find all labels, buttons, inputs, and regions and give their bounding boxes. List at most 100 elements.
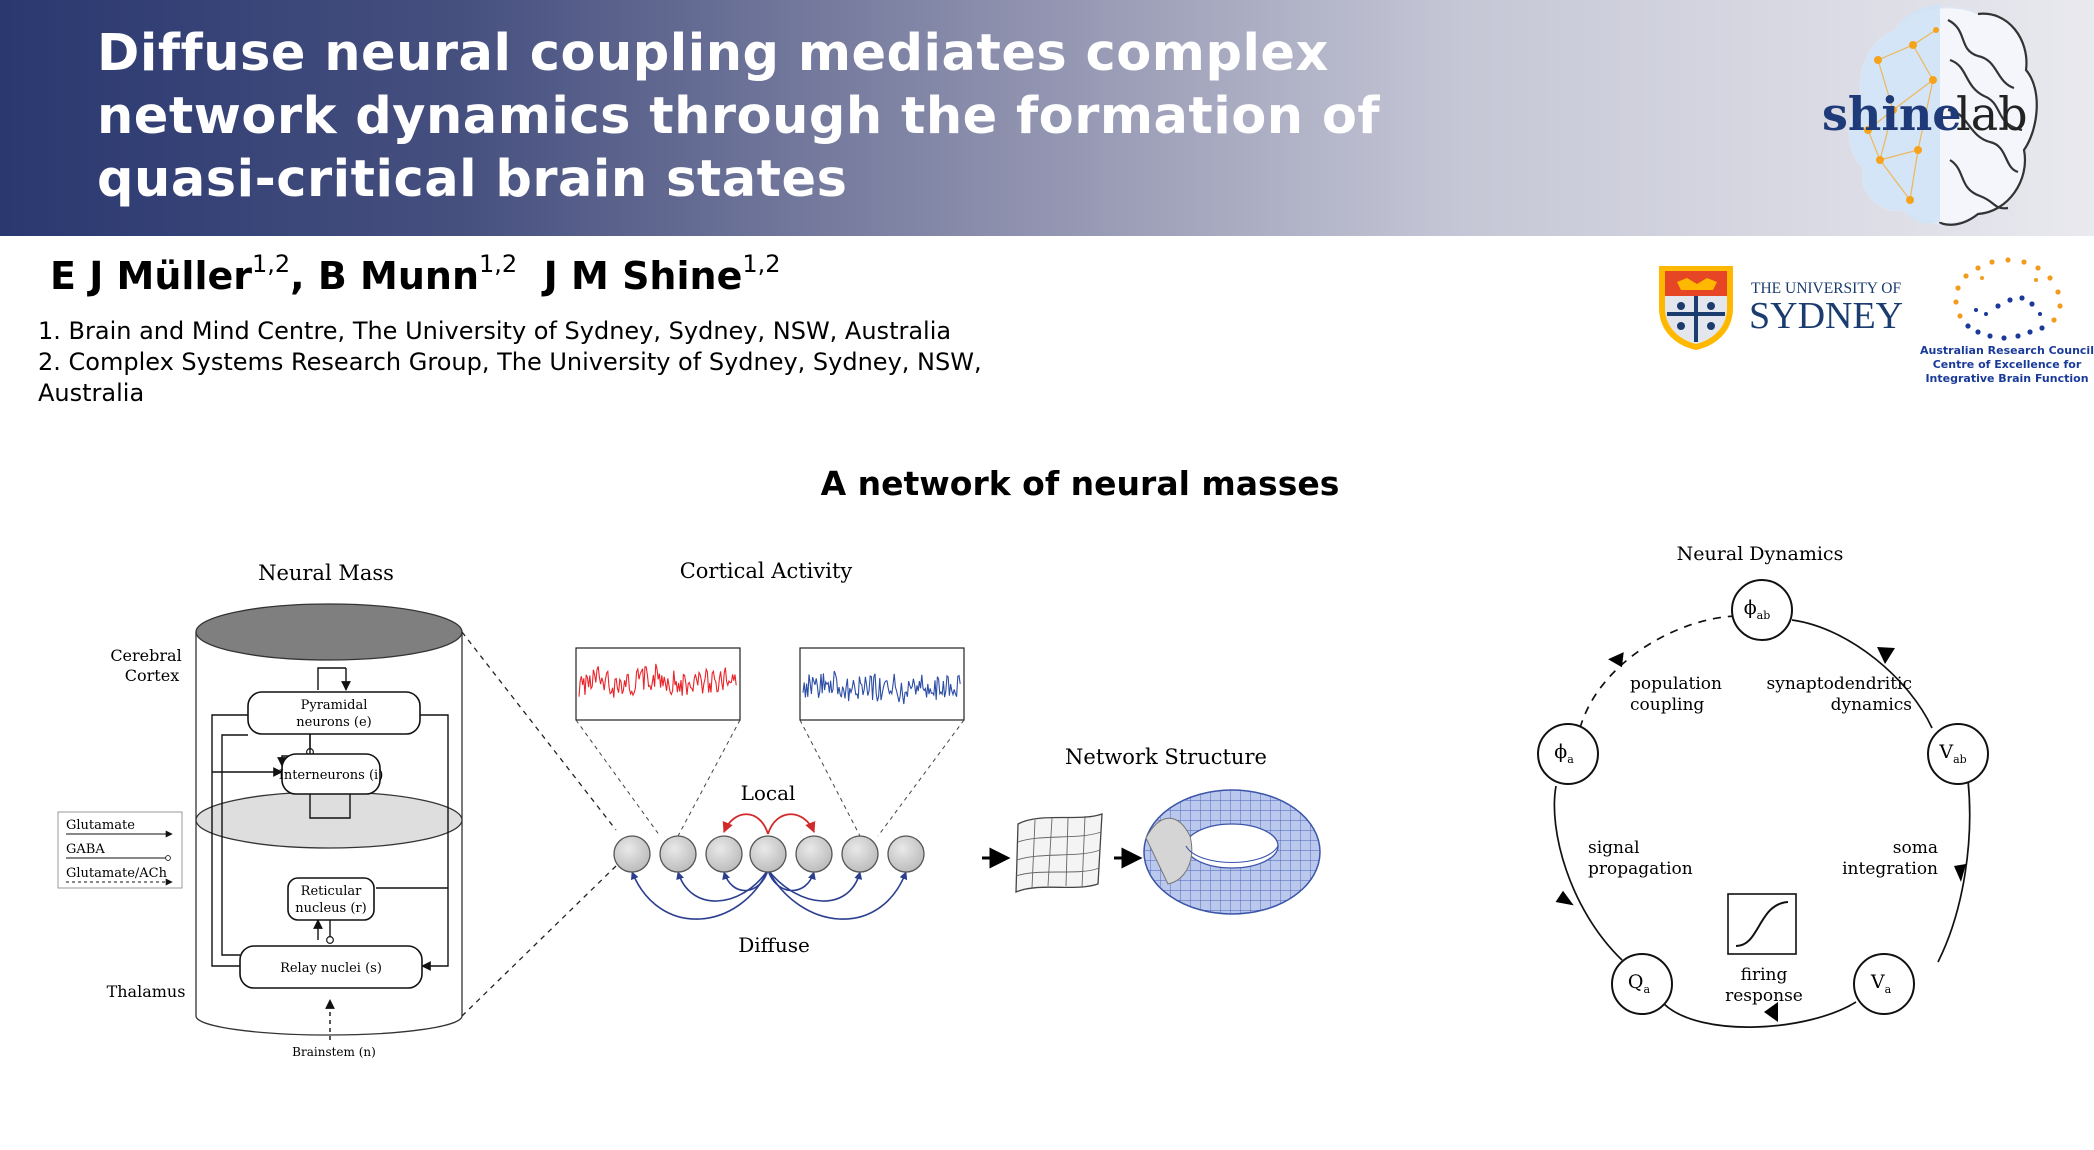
- svg-text:ϕa: ϕa: [1554, 741, 1574, 766]
- network-node: [659, 835, 697, 873]
- cycle-arrowhead: [1555, 890, 1574, 906]
- arc-brain-dots-icon: [1953, 257, 2063, 341]
- cycle-arrowhead: [1764, 1002, 1778, 1022]
- shinelab-logo: shine lab: [1822, 4, 2038, 226]
- university-of-sydney-logo: THE UNIVERSITY OF SYDNEY: [1659, 266, 1903, 350]
- node-symbol: Q: [1628, 971, 1644, 993]
- synaptodendritic-label-line2: dynamics: [1831, 695, 1912, 715]
- reticular-nucleus-box: Reticular nucleus (r): [287, 877, 375, 921]
- cycle-arrowhead: [1608, 652, 1624, 668]
- dynamics-node-phi-a: ϕa: [1537, 723, 1599, 785]
- thalamus-label: Thalamus: [107, 982, 186, 1001]
- network-node: [887, 835, 925, 873]
- figure-heading: A network of neural masses: [820, 464, 1340, 503]
- soma-integration-label-line2: integration: [1842, 859, 1938, 879]
- torus-icon: [1143, 789, 1321, 915]
- cortical-trace-left: [578, 663, 737, 698]
- brainstem-label: Brainstem (n): [292, 1045, 376, 1059]
- header-banner: Diffuse neural coupling mediates complex…: [0, 0, 2094, 236]
- author-affiliation-marker: 1,2: [252, 250, 291, 279]
- dynamics-node-phi-ab: ϕab: [1731, 579, 1793, 641]
- cycle-arrowhead: [1954, 864, 1966, 882]
- surface-sheet-icon: [1015, 813, 1103, 893]
- dynamics-node-v-a: Va: [1853, 953, 1915, 1015]
- affiliation-item: 1. Brain and Mind Centre, The University…: [38, 317, 952, 345]
- shinelab-logo-text-primary: shine: [1822, 87, 1962, 141]
- local-label: Local: [741, 781, 796, 805]
- neurotransmitter-legend: Glutamate GABA Glutamate/ACh: [57, 811, 183, 889]
- cycle-arc: [1579, 615, 1737, 729]
- node-symbol: V: [1870, 971, 1885, 993]
- node-subscript: ab: [1953, 753, 1967, 766]
- network-node: [841, 835, 879, 873]
- svg-text:Qa: Qa: [1628, 971, 1651, 996]
- dynamics-node-q-a: Qa: [1611, 953, 1673, 1015]
- neural-mass-cylinder: [195, 603, 463, 1036]
- soma-integration-label-line1: soma: [1893, 838, 1938, 858]
- cycle-arc: [1553, 785, 1623, 961]
- legend-glutamate-ach: Glutamate/ACh: [66, 866, 168, 881]
- node-symbol: ϕ: [1554, 741, 1567, 763]
- neural-mass-panel: Neural Mass Cerebral Cortex Thalamus: [57, 561, 617, 1059]
- neural-mass-nodes: [613, 835, 925, 873]
- cortex-label-line2: Cortex: [125, 666, 179, 685]
- node-subscript: ab: [1757, 609, 1771, 622]
- arc-logo-line3: Integrative Brain Function: [1925, 372, 2088, 385]
- usyd-crest-icon: [1659, 266, 1733, 350]
- network-node: [613, 835, 651, 873]
- usyd-logo-line1: THE UNIVERSITY OF: [1751, 280, 1901, 297]
- local-coupling-arrows: [722, 813, 816, 835]
- node-subscript: a: [1567, 753, 1574, 766]
- pyramidal-label-line1: Pyramidal: [301, 698, 368, 713]
- author-name: J M Shine: [543, 254, 743, 298]
- arc-centre-logo: Australian Research Council Centre of Ex…: [1920, 257, 2094, 385]
- legend-glutamate: Glutamate: [66, 818, 135, 833]
- neural-dynamics-title: Neural Dynamics: [1677, 543, 1844, 565]
- affiliation-list: 1. Brain and Mind Centre, The University…: [38, 316, 1078, 409]
- shinelab-logo-text-secondary: lab: [1956, 87, 2028, 141]
- reticular-label-line2: nucleus (r): [295, 901, 366, 916]
- network-node: [795, 835, 833, 873]
- cycle-arrowheads: [1555, 647, 1966, 1022]
- author-name: E J Müller: [50, 254, 252, 298]
- arc-logo-line1: Australian Research Council: [1920, 344, 2094, 357]
- neural-mass-title: Neural Mass: [258, 561, 394, 585]
- reticular-label-line1: Reticular: [301, 884, 362, 899]
- network-structure-title: Network Structure: [1065, 745, 1267, 769]
- neural-mass-connections: [211, 667, 449, 1040]
- cortical-activity-panel: Cortical Activity Local Diffuse: [575, 559, 965, 957]
- author-list: E J Müller1,2, B Munn1,2 J M Shine1,2: [50, 252, 781, 298]
- sigmoid-firing-icon: [1727, 893, 1797, 955]
- firing-response-label-line1: firing: [1741, 965, 1788, 985]
- synaptodendritic-label-line1: synaptodendritic: [1767, 674, 1913, 694]
- node-subscript: a: [1644, 983, 1651, 996]
- dynamics-node-v-ab: Vab: [1927, 723, 1989, 785]
- network-structure-panel: Network Structure: [982, 745, 1321, 915]
- pyramidal-label-line2: neurons (e): [296, 715, 372, 730]
- network-node: [705, 835, 743, 873]
- diffuse-label: Diffuse: [738, 933, 810, 957]
- network-node: [749, 835, 787, 873]
- arc-logo-line2: Centre of Excellence for: [1933, 358, 2082, 371]
- diffuse-coupling-arrows: [631, 869, 908, 920]
- trace-guide-lines: [575, 719, 965, 837]
- pyramidal-neurons-box: Pyramidal neurons (e): [247, 691, 421, 735]
- affiliation-item: 2. Complex Systems Research Group, The U…: [38, 348, 982, 407]
- svg-text:Va: Va: [1870, 971, 1892, 996]
- interneurons-box: Interneurons (i): [279, 753, 383, 795]
- author-affiliation-marker: 1,2: [479, 250, 518, 279]
- cycle-arc: [1937, 779, 1971, 963]
- node-symbol: ϕ: [1744, 597, 1757, 619]
- poster-title: Diffuse neural coupling mediates complex…: [97, 24, 1381, 209]
- cortex-label-line1: Cerebral: [110, 646, 181, 665]
- zoom-lines: [461, 631, 617, 1017]
- legend-gaba: GABA: [66, 842, 105, 857]
- signal-propagation-label-line1: signal: [1588, 838, 1640, 858]
- author-name: , B Munn: [290, 254, 480, 298]
- population-coupling-label-line2: coupling: [1630, 695, 1704, 715]
- node-subscript: a: [1885, 983, 1892, 996]
- cycle-arc: [1663, 1001, 1857, 1028]
- brain-network-icon: [1848, 4, 2038, 226]
- firing-response-label-line2: response: [1725, 986, 1803, 1006]
